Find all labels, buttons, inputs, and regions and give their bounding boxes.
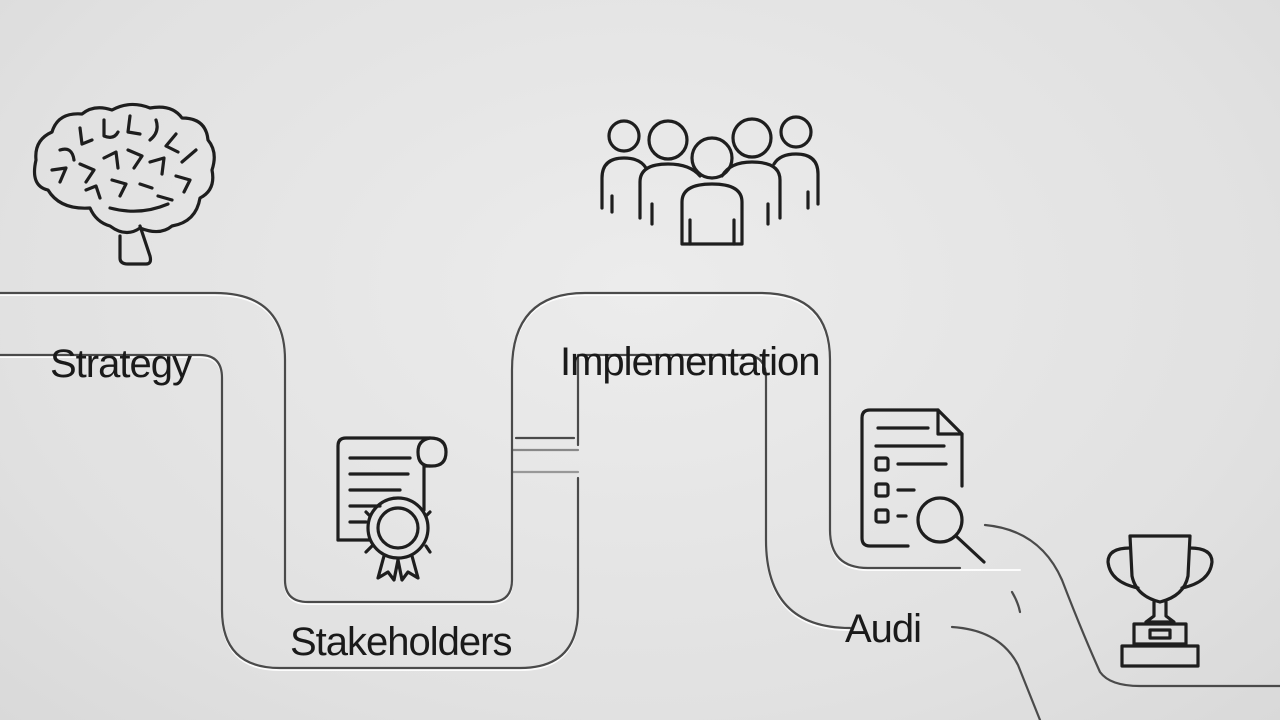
step-label-stakeholders: Stakeholders (290, 620, 511, 664)
trophy-icon (1106, 534, 1214, 668)
step-label-strategy: Strategy (50, 342, 192, 386)
brain-icon (32, 102, 216, 266)
audit-document-icon (860, 408, 986, 564)
step-label-implementation: Implementation (560, 340, 819, 384)
road-inner-edge-2 (576, 353, 852, 630)
step-labels: Strategy Stakeholders Implementation Aud… (50, 340, 922, 664)
step-label-audit: Audi (845, 607, 921, 651)
road-end-outer (983, 523, 1280, 688)
road-inner-edge (0, 353, 580, 670)
road-outer-edge (0, 291, 962, 604)
people-group-icon (600, 115, 820, 246)
winding-road (0, 291, 1280, 720)
certificate-icon (336, 436, 448, 582)
road-end-inner (950, 625, 1042, 720)
